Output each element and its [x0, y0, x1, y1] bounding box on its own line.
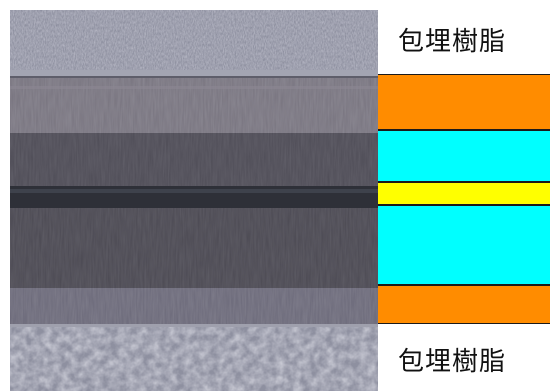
legend-orange-band-top: [378, 74, 550, 130]
bottom-resin-label: 包埋樹脂: [398, 347, 507, 377]
layer-legend: 包埋樹脂 包埋樹脂: [378, 0, 550, 391]
legend-orange-band-bottom: [378, 285, 550, 324]
cross-section-micrograph: [10, 10, 378, 391]
legend-cyan-band-bottom: [378, 205, 550, 285]
micrograph-image: [10, 10, 378, 391]
top-resin-label: 包埋樹脂: [398, 27, 507, 57]
legend-yellow-band: [378, 182, 550, 205]
legend-cyan-band-top: [378, 130, 550, 182]
